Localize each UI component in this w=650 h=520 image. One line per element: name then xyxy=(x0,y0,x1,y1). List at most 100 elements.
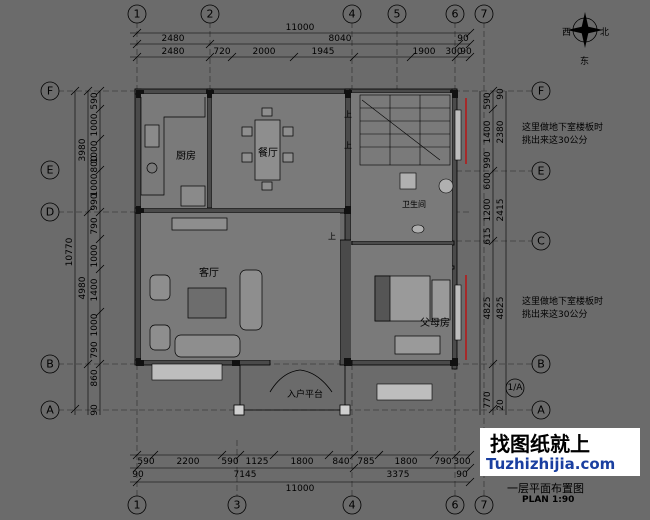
compass-east: 东 xyxy=(580,55,589,67)
dimension-lines xyxy=(74,32,507,483)
dim-left-item-4: 1000 xyxy=(90,173,100,196)
sub-axis-label: 1/A xyxy=(508,383,524,393)
row-e-right-label: E xyxy=(538,165,545,178)
dim-bottom-row1-9: 300 xyxy=(453,457,470,467)
dim-right-item-6: 4825 xyxy=(483,297,493,320)
dim-bottom-row1-2: 590 xyxy=(221,457,238,467)
dim-right-item-2: 990 xyxy=(483,151,493,168)
plan-title: 一层平面布置图 xyxy=(507,482,584,495)
dim-right-group-2: 4825 xyxy=(496,297,506,320)
structural-columns xyxy=(136,90,458,366)
kitchen-counter xyxy=(140,97,206,207)
note-lower-line2: 挑出来这30公分 xyxy=(522,308,587,320)
compass-west: 西 xyxy=(562,27,571,38)
room-label-kitchen: 厨房 xyxy=(176,149,196,162)
dim-right-top: 90 xyxy=(496,88,506,100)
col-7-top-label: 7 xyxy=(481,8,488,21)
note-upper-line2: 挑出来这30公分 xyxy=(522,134,587,146)
dim-top-row3-0: 2480 xyxy=(162,47,185,57)
dim-left-item-3: 800 xyxy=(90,155,100,172)
dim-right-item-0: 590 xyxy=(483,92,493,109)
dim-top-row2-0: 2480 xyxy=(162,34,185,44)
room-label-dining: 餐厅 xyxy=(258,146,278,159)
windows xyxy=(151,109,462,401)
dim-left-item-6: 790 xyxy=(90,217,100,234)
dim-right-bottom: 20 xyxy=(496,399,506,411)
dim-bottom-row1-3: 1125 xyxy=(246,457,269,467)
row-d-left-label: D xyxy=(46,206,54,219)
dim-right-item-5: 615 xyxy=(483,227,493,244)
dim-left-group-0: 3980 xyxy=(78,138,88,161)
dim-right-item-7: 770 xyxy=(483,391,493,408)
row-a-left-label: A xyxy=(46,404,54,417)
dim-bottom-row1-8: 790 xyxy=(434,457,451,467)
bathroom-fixtures xyxy=(399,172,454,234)
dim-right-item-3: 600 xyxy=(483,172,493,189)
col-5-top-label: 5 xyxy=(394,8,401,21)
staircase xyxy=(359,94,451,166)
room-label-bathroom: 卫生间 xyxy=(402,199,426,209)
row-a-right-label: A xyxy=(537,404,545,417)
dim-bottom-row2-1: 7145 xyxy=(234,470,257,480)
dim-left-total: 10770 xyxy=(65,237,75,266)
dim-bottom-row1-4: 1800 xyxy=(291,457,314,467)
col-1-bottom-label: 1 xyxy=(134,499,141,512)
watermark-box: 找图纸就上 Tuzhizhijia.com xyxy=(480,428,640,476)
col-6-bottom-label: 6 xyxy=(452,499,459,512)
row-c-right-label: C xyxy=(537,235,545,248)
dim-bottom-row1-1: 2200 xyxy=(177,457,200,467)
col-6-top-label: 6 xyxy=(452,8,459,21)
dim-right-item-1: 1400 xyxy=(483,120,493,143)
dim-bottom-row1-5: 840 xyxy=(332,457,349,467)
dim-right-group-0: 2380 xyxy=(496,120,506,143)
room-label-entrance: 入户平台 xyxy=(287,388,323,400)
stair-up-mark-3: 上 xyxy=(328,232,336,241)
row-b-right-label: B xyxy=(537,358,545,371)
dim-right-group-1: 2415 xyxy=(496,199,506,222)
dim-left-item-7: 1000 xyxy=(90,244,100,267)
col-3-bottom-label: 3 xyxy=(234,499,241,512)
row-b-left-label: B xyxy=(46,358,54,371)
dim-bottom-total: 11000 xyxy=(286,484,315,494)
dim-top-row3-1: 720 xyxy=(213,47,230,57)
dim-left-item-11: 860 xyxy=(90,369,100,386)
dim-left-item-1: 1000 xyxy=(90,113,100,136)
plan-scale: PLAN 1:90 xyxy=(522,495,575,505)
dim-top-row2-2: 90 xyxy=(457,34,469,44)
col-4-top-label: 4 xyxy=(349,8,356,21)
dim-bottom-row2-2: 3375 xyxy=(387,470,410,480)
dim-top-row3-5: 300 xyxy=(445,47,462,57)
dim-left-item-9: 1000 xyxy=(90,313,100,336)
col-7-bottom-label: 7 xyxy=(481,499,488,512)
row-f-left-label: F xyxy=(47,85,53,98)
living-furniture xyxy=(149,217,263,358)
watermark-url: Tuzhizhijia.com xyxy=(486,455,616,473)
col-4-bottom-label: 4 xyxy=(349,499,356,512)
dim-bottom-row1-7: 1800 xyxy=(395,457,418,467)
dim-left-item-2: 1000 xyxy=(90,140,100,163)
dim-top-row3-4: 1900 xyxy=(413,47,436,57)
stair-up-mark-1: 上 xyxy=(344,110,352,119)
dim-bottom-row2-0: 90 xyxy=(132,470,144,480)
dim-top-row3-3: 1945 xyxy=(312,47,335,57)
dim-left-item-8: 1400 xyxy=(90,278,100,301)
dim-top-row3-2: 2000 xyxy=(253,47,276,57)
dim-left-item-12: 90 xyxy=(90,404,100,416)
dim-left-group-1: 4980 xyxy=(78,276,88,299)
dining-table xyxy=(241,107,294,191)
col-2-top-label: 2 xyxy=(207,8,214,21)
bedroom-furniture xyxy=(374,275,451,355)
dim-bottom-row2-3: 90 xyxy=(456,470,468,480)
dimension-ticks xyxy=(70,28,498,487)
room-label-living: 客厅 xyxy=(199,266,219,279)
compass-rose xyxy=(567,12,603,48)
dim-bottom-row1-6: 785 xyxy=(357,457,374,467)
dim-left-item-5: 990 xyxy=(90,193,100,210)
room-label-parents-bedroom: 父母房 xyxy=(420,316,450,329)
col-1-top-label: 1 xyxy=(134,8,141,21)
note-upper-line1: 这里做地下室楼板时 xyxy=(522,121,603,133)
row-e-left-label: E xyxy=(47,164,54,177)
row-f-right-label: F xyxy=(538,85,544,98)
stair-up-mark-2: 上 xyxy=(344,141,352,150)
